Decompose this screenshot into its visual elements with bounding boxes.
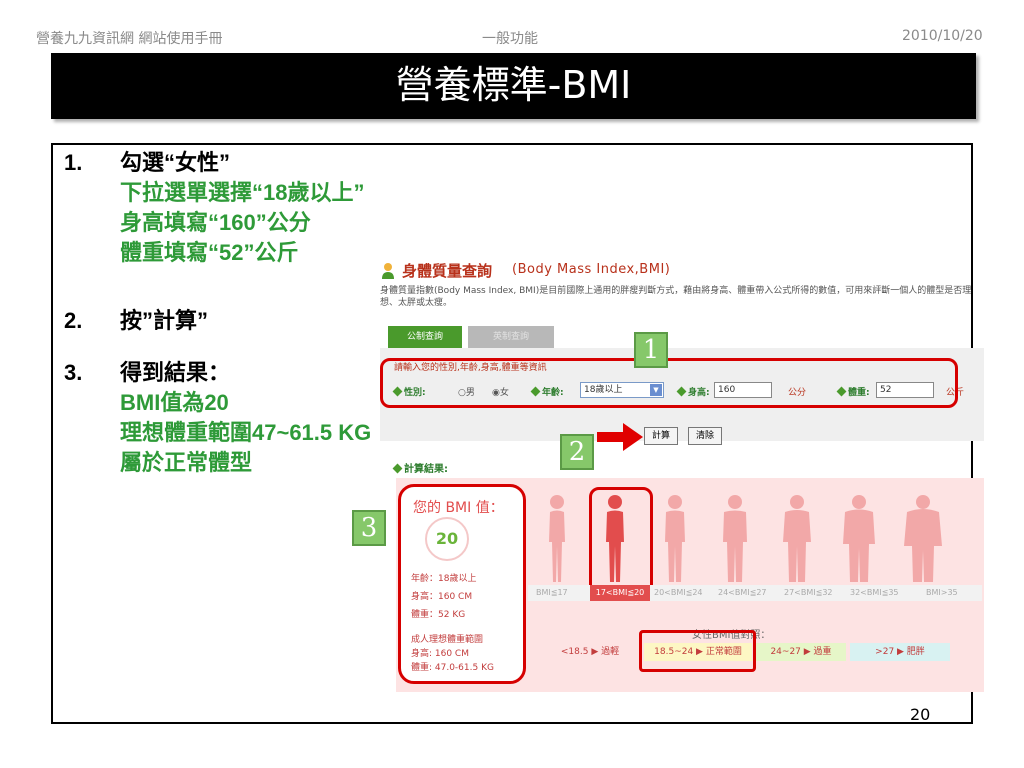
figure-obese-2-icon [843,495,875,582]
figure-overweight-icon [723,495,747,582]
weight-label: 體重: [836,385,870,398]
badge-2: 2 [560,434,594,470]
normal-category-highlight [639,630,756,672]
calculate-button[interactable]: 計算 [644,427,679,445]
tab-imperial[interactable]: 英制查詢 [468,326,554,348]
step-line: 按”計算” [120,308,209,333]
range-label: 24<BMI≦27 [718,588,767,597]
category-normal: 18.5~24 ▶ 正常範圍 [644,643,752,661]
bmi-value: 20 [435,529,459,548]
bmi-page-title-en: (Body Mass Index,BMI) [512,262,671,277]
step-line: 身高填寫“160”公分 [120,210,311,235]
person-icon [382,263,394,279]
age-select-value: 18歲以上 [584,385,623,395]
badge-3: 3 [352,510,386,546]
ideal-weight-box: 成人理想體重範圍 身高: 160 CM 體重: 47.0-61.5 KG [407,629,519,677]
range-label: 20<BMI≦24 [654,588,703,597]
form-highlight-box [380,358,958,408]
height-input[interactable]: 160 [714,382,772,398]
height-label-text: 身高: [688,388,710,398]
radio-female-label: 女 [499,388,509,398]
bmi-range-row: BMI≦17 17<BMI≦20 20<BMI≦24 24<BMI≦27 27<… [528,585,982,601]
result-card: 您的 BMI 值： 20 年齡：18歲以上 身高：160 CM 體重：52 KG… [398,484,526,684]
step-line: 理想體重範圍47~61.5 KG [120,420,372,445]
ideal-height: 身高: 160 CM [411,649,469,659]
chevron-down-icon: ▼ [650,384,662,396]
badge-1: 1 [634,332,668,368]
figure-normal-icon [665,495,685,582]
result-label: 計算結果: [392,460,448,475]
bmi-circle: 20 [425,517,469,561]
height-input-value: 160 [718,385,736,395]
age-label-text: 年齡: [542,388,564,398]
category-underweight: <18.5 ▶ 過輕 [540,643,640,661]
range-label: BMI≦17 [536,588,568,597]
selected-figure-highlight [589,487,653,597]
step-line: BMI值為20 [120,390,229,415]
tab-label: 公制查詢 [406,332,443,342]
slide-title: 營養標準-BMI [395,63,632,107]
height-unit: 公分 [788,388,807,398]
ideal-title: 成人理想體重範圍 [411,635,484,645]
step-number: 3. [64,360,83,385]
header-manual-title: 營養九九資訊網 網站使用手冊 [36,31,223,47]
info-age: 年齡：18歲以上 [411,574,477,584]
bmi-page-title: 身體質量查詢 [402,262,493,280]
weight-input-value: 52 [880,385,892,395]
height-label: 身高: [676,385,710,398]
range-label: 27<BMI≦32 [784,588,833,597]
radio-male-label: 男 [465,388,475,398]
bmi-value-label: 您的 BMI 值： [413,500,504,516]
header-date: 2010/10/20 [902,28,983,44]
gender-label-text: 性別: [404,388,426,398]
step-number: 1. [64,150,83,175]
figure-very-thin-icon [549,495,565,582]
figure-obese-1-icon [783,495,811,582]
range-label: 32<BMI≦35 [850,588,899,597]
red-arrow-icon [597,423,643,451]
title-bar: 營養標準-BMI [51,53,976,119]
tab-label: 英制查詢 [492,332,529,342]
clear-button[interactable]: 清除 [688,427,723,445]
range-label: BMI>35 [926,588,958,597]
range-label-active: 17<BMI≦20 [590,585,650,601]
bullet-icon [392,463,403,474]
female-bmi-chart-title: 女性BMI值對照： [692,630,771,641]
bmi-description: 身體質量指數(Body Mass Index, BMI)是目前國際上通用的胖瘦判… [380,286,972,308]
category-obese: >27 ▶ 肥胖 [850,643,950,661]
weight-label-text: 體重: [848,388,870,398]
radio-male[interactable]: ○男 [458,388,475,398]
step-line: 屬於正常體型 [120,450,253,475]
age-select[interactable]: 18歲以上 ▼ [580,382,664,398]
figure-obese-3-icon [904,495,942,582]
gender-label: 性別: [392,385,426,398]
weight-input[interactable]: 52 [876,382,934,398]
figure-thin-icon [606,495,624,582]
radio-female[interactable]: ◉女 [492,388,509,398]
header-section: 一般功能 [482,31,538,47]
step-line: 得到結果： [120,360,231,385]
page-number: 20 [910,705,931,724]
step-line: 勾選“女性” [120,150,231,175]
category-overweight: 24~27 ▶ 過重 [756,643,846,661]
step-line: 體重填寫“52”公斤 [120,240,299,265]
step-number: 2. [64,308,83,333]
age-label: 年齡: [530,385,564,398]
info-height: 身高：160 CM [411,592,473,602]
info-weight: 體重：52 KG [411,610,466,620]
ideal-weight: 體重: 47.0-61.5 KG [411,663,494,673]
form-hint: 請輸入您的性別,年齡,身高,體重等資訊 [394,363,547,373]
body-figures [530,490,984,590]
tab-metric[interactable]: 公制查詢 [388,326,462,348]
bmi-page-screenshot: 身體質量查詢 (Body Mass Index,BMI) 身體質量指數(Body… [380,258,984,694]
result-label-text: 計算結果: [404,464,448,475]
step-line: 下拉選單選擇“18歲以上” [120,180,365,205]
